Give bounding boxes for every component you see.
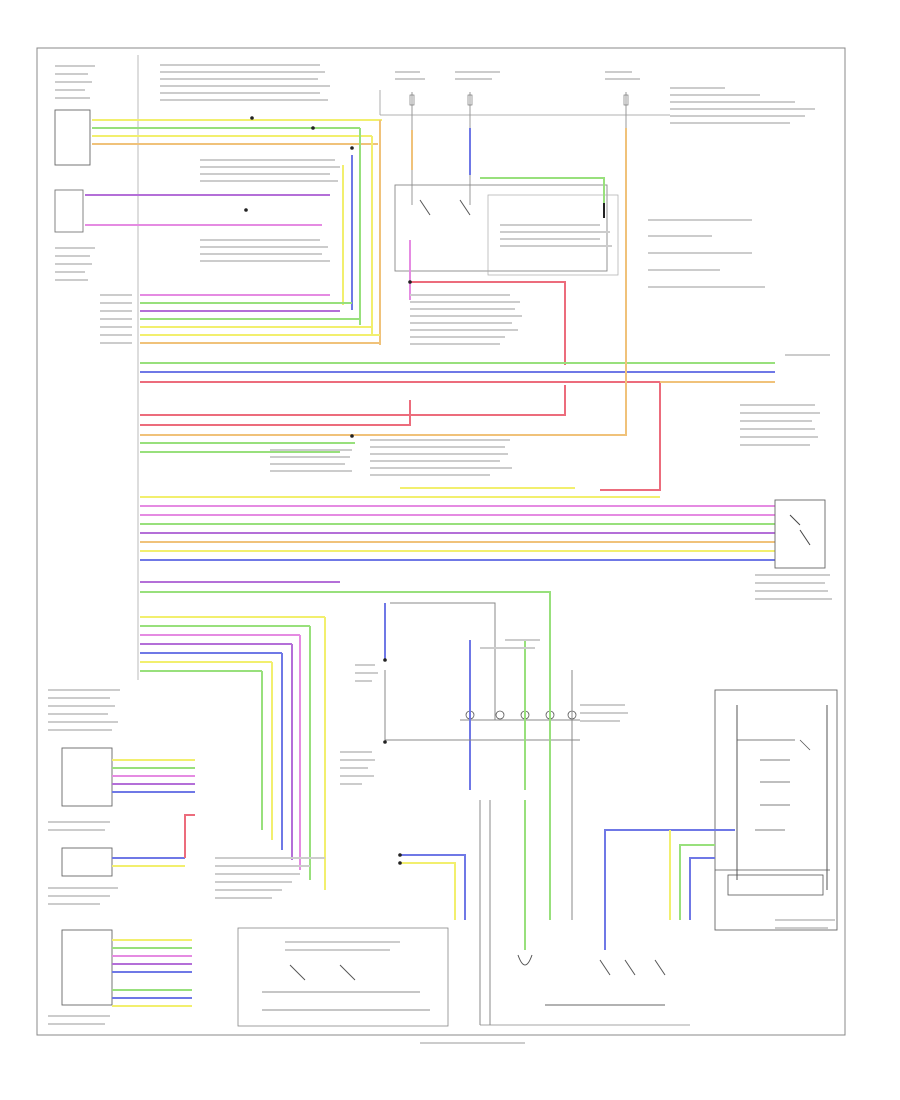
clockspring-area: [340, 639, 628, 800]
top-right-text: [395, 71, 815, 124]
left-sensor-box: [54, 189, 95, 281]
wire-bundle-3: [140, 496, 826, 569]
bottom-left-sensors: [48, 689, 195, 1025]
top-wire-group: [85, 119, 382, 345]
top-center-text: [160, 64, 330, 101]
right-side-labels: [740, 354, 832, 600]
right-switch-assembly: [604, 689, 838, 950]
bottom-switch-wires: [400, 800, 690, 1044]
page-frame: [36, 47, 846, 1036]
wire-bundle-4: [140, 581, 551, 730]
wire-bundle-2: [140, 175, 775, 491]
top-left-module: [54, 65, 95, 166]
splice-points: [244, 116, 412, 865]
left-vertical-drops: [215, 617, 326, 899]
wire-bundle-1: [140, 294, 380, 344]
fuse-feeds: [379, 90, 670, 205]
bottom-center-box: [237, 927, 449, 1027]
mid-text-blocks: [200, 159, 522, 476]
red-wire-loop: [140, 240, 566, 426]
pcm-pin-labels: [100, 294, 132, 344]
numbered-notes: [648, 219, 765, 288]
relay-box: [394, 177, 619, 276]
